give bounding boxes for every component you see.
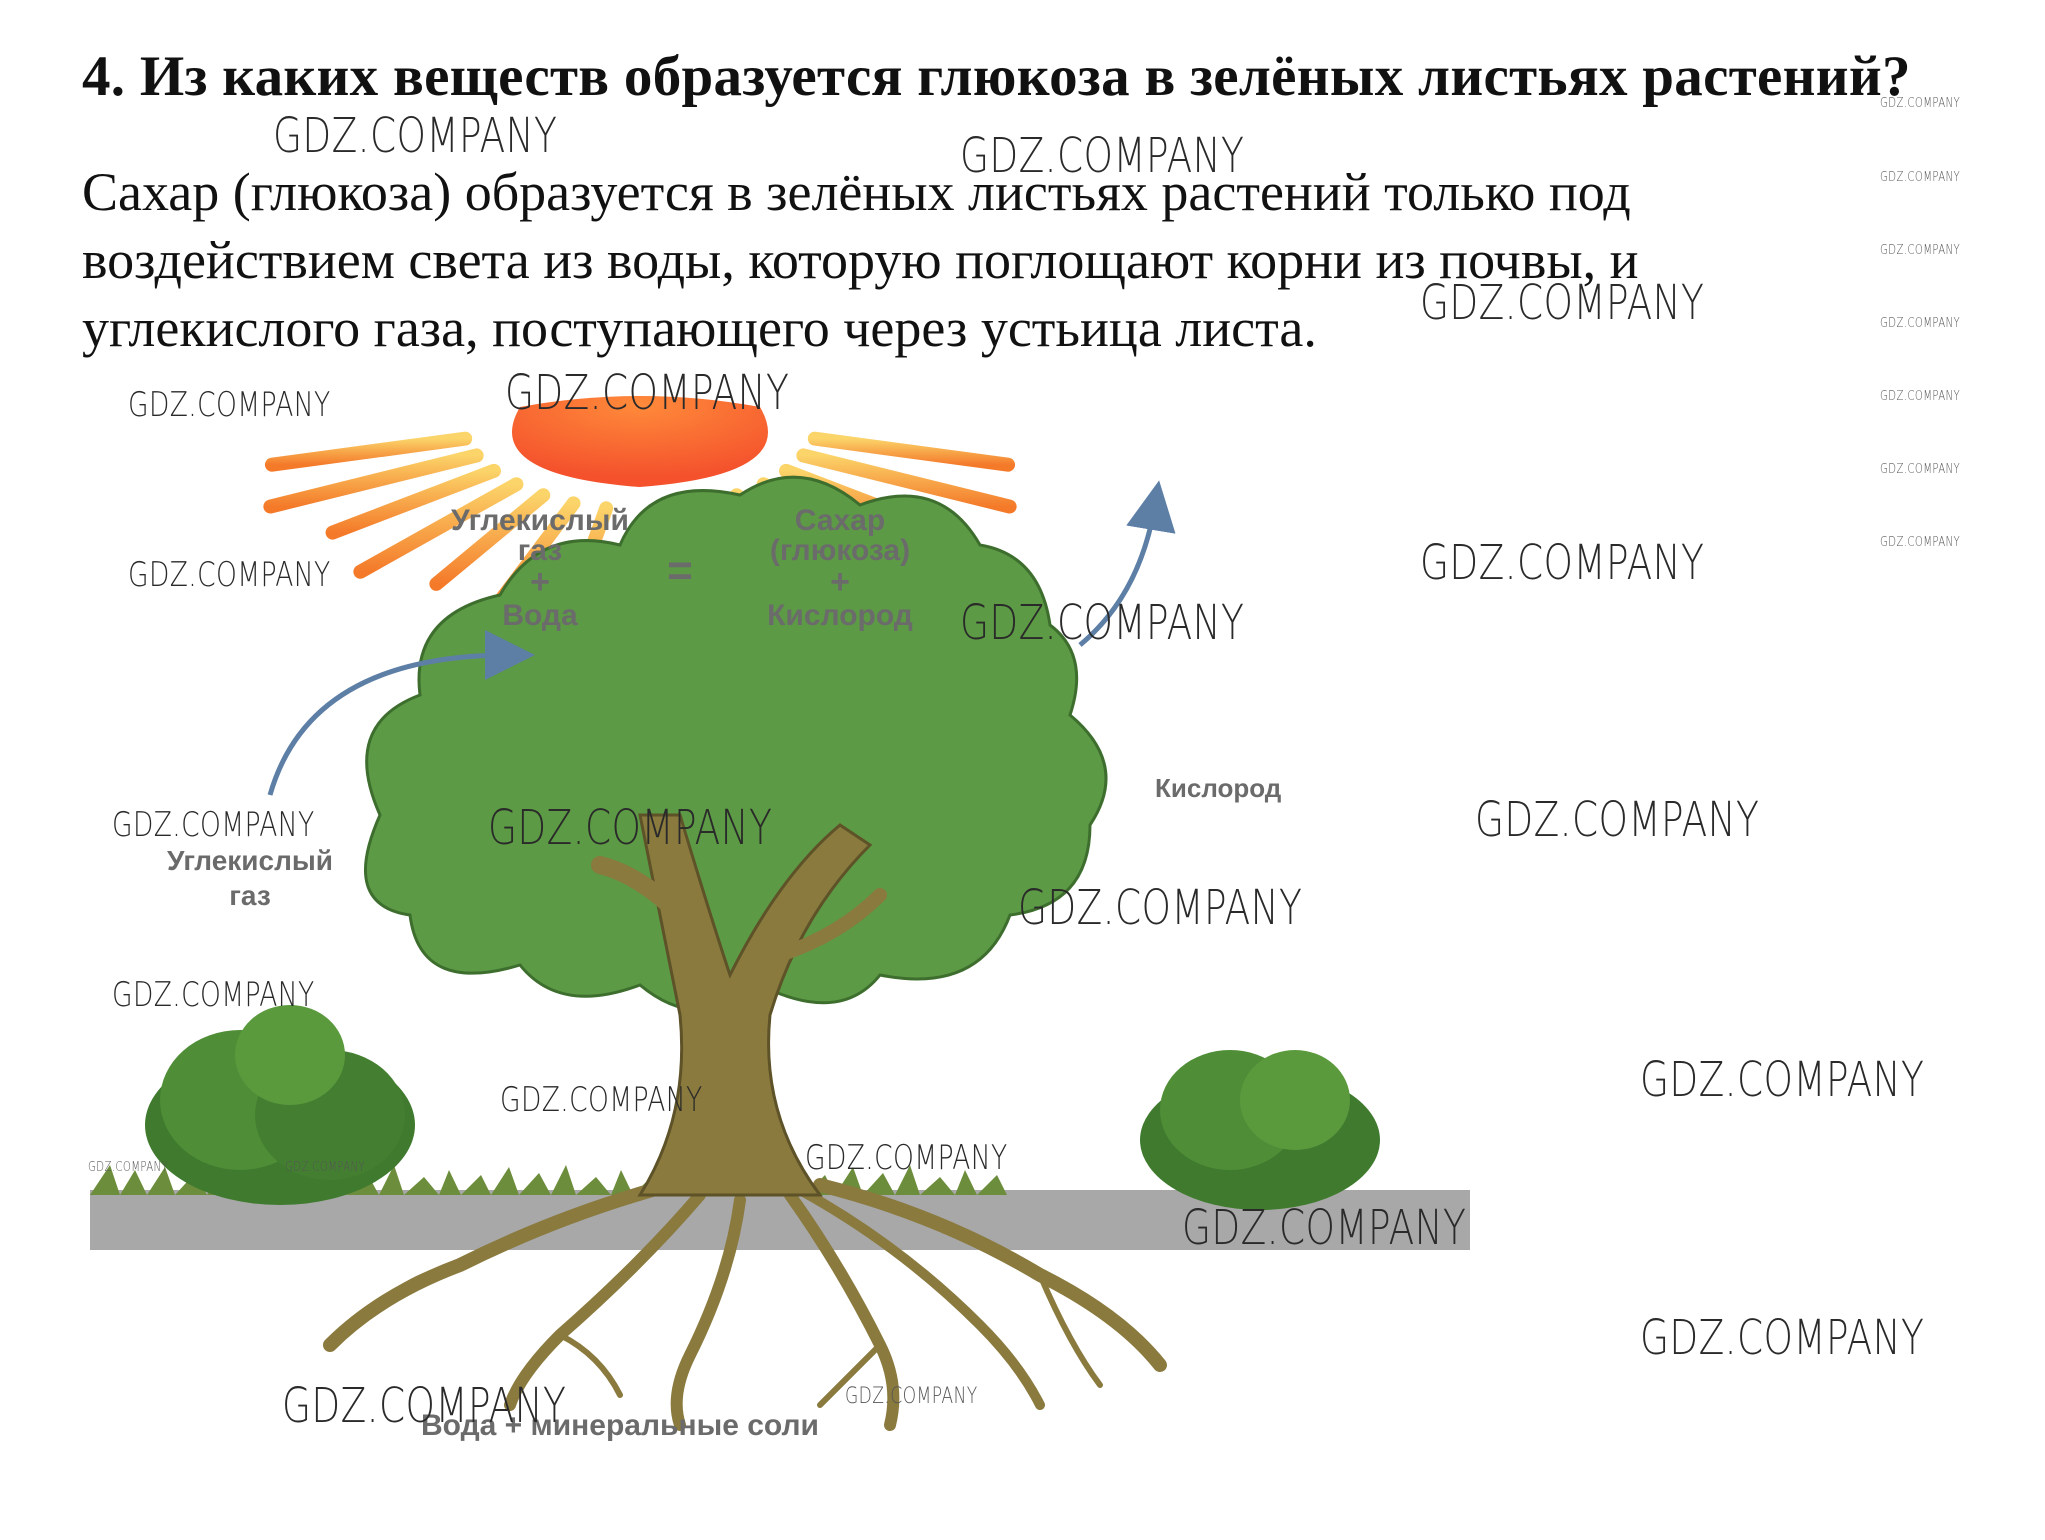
sun-ray xyxy=(353,477,524,579)
label-water: Вода xyxy=(502,599,578,632)
watermark: GDZ.COMPANY xyxy=(1880,462,1961,477)
label-sugar: Сахар xyxy=(795,504,885,537)
sun-ray xyxy=(263,448,484,514)
watermark: GDZ.COMPANY xyxy=(1420,535,1705,591)
sun-ray xyxy=(796,448,1017,514)
answer-line: Сахар (глюкоза) образуется в зелёных лис… xyxy=(82,162,1631,222)
label-co2-in-gas: газ xyxy=(229,880,271,911)
label-water-minerals: Вода + минеральные соли xyxy=(421,1409,819,1442)
sun-ray xyxy=(264,431,473,472)
watermark: GDZ.COMPANY xyxy=(505,365,790,421)
watermark: GDZ.COMPANY xyxy=(805,1138,1008,1178)
watermark: GDZ.COMPANY xyxy=(88,1160,169,1175)
question-heading: 4. Из каких веществ образуется глюкоза в… xyxy=(82,45,1911,108)
watermark: GDZ.COMPANY xyxy=(960,595,1245,651)
bush-right xyxy=(1140,1050,1380,1210)
watermark: GDZ.COMPANY xyxy=(1182,1200,1467,1256)
sun-ray xyxy=(429,488,551,591)
watermark: GDZ.COMPANY xyxy=(1475,792,1760,848)
watermark: GDZ.COMPANY xyxy=(273,108,558,164)
watermark: GDZ.COMPANY xyxy=(845,1384,978,1409)
label-equals: = xyxy=(667,546,693,595)
label-co2-water: Углекислый xyxy=(451,504,629,537)
watermark: GDZ.COMPANY xyxy=(1880,243,1961,258)
answer-line: воздействием света из воды, которую погл… xyxy=(82,230,1639,290)
label-co2-in: Углекислый xyxy=(167,845,333,876)
watermark: GDZ.COMPANY xyxy=(1880,316,1961,331)
label-oxygen-out: Кислород xyxy=(1155,773,1282,803)
sun-ray xyxy=(807,431,1016,472)
watermark: GDZ.COMPANY xyxy=(1880,389,1961,404)
watermark: GDZ.COMPANY xyxy=(1640,1310,1925,1366)
watermark: GDZ.COMPANY xyxy=(1880,96,1961,111)
label-plus-1: + xyxy=(530,563,550,601)
watermark: GDZ.COMPANY xyxy=(1420,275,1705,331)
equation-labels: Углекислый газ + Вода = Сахар (глюкоза) … xyxy=(167,504,1282,1442)
answer-text: Сахар (глюкоза) образуется в зелёных лис… xyxy=(82,158,1862,362)
watermark: GDZ.COMPANY xyxy=(1018,880,1303,936)
watermark: GDZ.COMPANY xyxy=(128,385,331,425)
watermark: GDZ.COMPANY xyxy=(112,805,315,845)
watermark: GDZ.COMPANY xyxy=(128,555,331,595)
watermark: GDZ.COMPANY xyxy=(960,128,1245,184)
tree-roots xyxy=(323,1178,1167,1431)
photosynthesis-diagram: Углекислый газ + Вода = Сахар (глюкоза) … xyxy=(90,396,1470,1442)
watermark: GDZ.COMPANY xyxy=(488,800,773,856)
tree-trunk xyxy=(591,813,887,1197)
tree-foliage xyxy=(364,475,1108,1012)
watermark: GDZ.COMPANY xyxy=(1640,1052,1925,1108)
label-co2-water-gas: газ xyxy=(518,534,562,567)
label-glucose: (глюкоза) xyxy=(770,534,910,567)
watermark: GDZ.COMPANY xyxy=(500,1080,703,1120)
answer-line: углекислого газа, поступающего через уст… xyxy=(82,298,1317,358)
label-oxygen-inner: Кислород xyxy=(767,599,913,632)
oxygen-out-arrow xyxy=(1078,480,1176,647)
watermark: GDZ.COMPANY xyxy=(285,1160,366,1175)
bush-left xyxy=(145,1005,415,1205)
co2-in-arrow xyxy=(267,630,535,796)
watermark: GDZ.COMPANY xyxy=(282,1378,567,1434)
watermark: GDZ.COMPANY xyxy=(1880,535,1961,550)
watermark: GDZ.COMPANY xyxy=(1880,170,1961,185)
watermark: GDZ.COMPANY xyxy=(112,975,315,1015)
label-plus-2: + xyxy=(830,563,850,601)
sun-ray xyxy=(325,463,501,540)
